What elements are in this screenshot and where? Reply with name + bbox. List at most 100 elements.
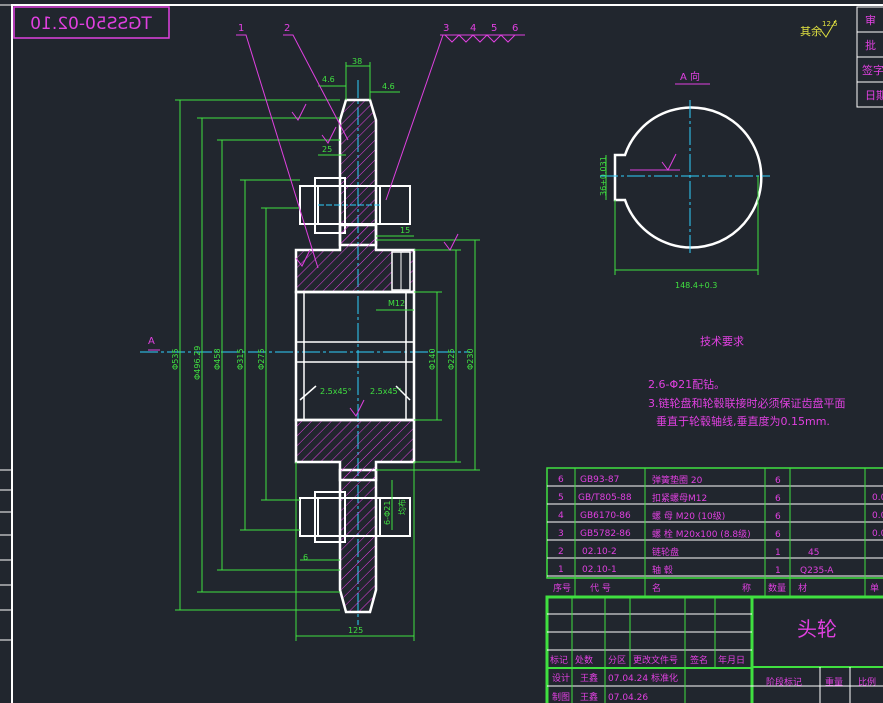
svg-text:扣紧螺母M12: 扣紧螺母M12: [652, 492, 707, 504]
svg-text:1: 1: [238, 23, 244, 34]
svg-text:4: 4: [558, 511, 564, 521]
dimension-lines: [175, 62, 480, 641]
svg-text:02.10-1: 02.10-1: [582, 565, 617, 575]
svg-text:1: 1: [775, 548, 781, 558]
svg-text:Φ225: Φ225: [447, 348, 456, 370]
side-box: 审 批 签字 日期: [856, 6, 883, 108]
svg-text:6: 6: [303, 553, 308, 562]
svg-text:阶段标记: 阶段标记: [766, 676, 802, 688]
svg-text:2: 2: [558, 547, 564, 557]
svg-text:审: 审: [865, 13, 876, 27]
svg-text:标记: 标记: [550, 654, 568, 666]
svg-text:单: 单: [870, 582, 879, 594]
svg-text:0.0: 0.0: [872, 529, 883, 539]
svg-text:签字: 签字: [862, 63, 883, 77]
svg-text:轴 毂: 轴 毂: [652, 564, 673, 576]
section-marker: A: [148, 336, 155, 347]
svg-text:GB93-87: GB93-87: [580, 475, 619, 485]
roughness-marks: [291, 103, 459, 417]
svg-text:6-Φ21: 6-Φ21: [383, 501, 392, 525]
svg-text:6: 6: [775, 512, 781, 522]
svg-text:签名: 签名: [690, 654, 708, 666]
svg-text:Φ535: Φ535: [171, 348, 180, 370]
svg-text:链轮盘: 链轮盘: [652, 546, 679, 558]
code-box: TGSS50-02.10: [13, 6, 170, 39]
svg-text:4.6: 4.6: [322, 75, 335, 84]
svg-text:螺 母 M20 (10级): 螺 母 M20 (10级): [652, 510, 725, 522]
roughness-label: 其余: [800, 24, 822, 38]
svg-text:数量: 数量: [768, 582, 786, 594]
svg-text:代 号: 代 号: [590, 583, 611, 594]
svg-text:02.10-2: 02.10-2: [582, 547, 617, 557]
svg-text:螺 栓 M20x100 (8.8级): 螺 栓 M20x100 (8.8级): [652, 528, 751, 540]
svg-text:名: 名: [652, 582, 661, 594]
svg-text:6: 6: [512, 23, 518, 34]
svg-text:1: 1: [558, 565, 564, 575]
svg-text:45: 45: [808, 548, 819, 558]
svg-text:6: 6: [558, 475, 564, 485]
bolt-lower: [299, 497, 411, 537]
svg-text:序号: 序号: [553, 582, 571, 594]
svg-text:6: 6: [775, 494, 781, 504]
svg-text:1: 1: [775, 566, 781, 576]
svg-text:07.04.26: 07.04.26: [608, 693, 648, 703]
svg-text:5: 5: [491, 23, 497, 34]
svg-text:148.4+0.3: 148.4+0.3: [675, 281, 717, 290]
svg-text:6: 6: [775, 530, 781, 540]
svg-text:均布: 均布: [397, 499, 407, 515]
svg-text:4: 4: [470, 23, 476, 34]
svg-text:07.04.24: 07.04.24: [608, 674, 648, 684]
svg-text:25: 25: [322, 145, 332, 154]
svg-text:4.6: 4.6: [382, 82, 395, 91]
svg-text:Φ458: Φ458: [213, 348, 222, 370]
svg-text:日期: 日期: [865, 89, 883, 102]
a-view: A 向: [600, 70, 770, 275]
svg-text:0.0: 0.0: [872, 493, 883, 503]
svg-text:批: 批: [865, 38, 876, 52]
dimension-texts: 38 4.6 4.6 25 15 Φ535 Φ496.29 Φ458 Φ315 …: [171, 57, 717, 635]
svg-text:标准化: 标准化: [651, 672, 678, 684]
svg-text:M12: M12: [388, 299, 405, 308]
svg-text:Φ140: Φ140: [428, 348, 437, 370]
svg-text:Q235-A: Q235-A: [800, 566, 834, 576]
svg-text:3.链轮盘和轮毂联接时必须保证齿盘平面: 3.链轮盘和轮毂联接时必须保证齿盘平面: [648, 396, 846, 410]
svg-text:比例: 比例: [858, 676, 876, 688]
svg-text:设计: 设计: [552, 672, 570, 684]
svg-text:2: 2: [284, 23, 290, 34]
leader-labels: 1 2 3 4 5 6: [238, 23, 518, 34]
svg-text:0.0: 0.0: [872, 511, 883, 521]
bom-table: 6 GB93-87 弹簧垫圈 20 6 5 GB/T805-88 扣紧螺母M12…: [546, 467, 883, 597]
svg-text:年月日: 年月日: [718, 654, 745, 666]
svg-text:GB6170-86: GB6170-86: [580, 511, 631, 521]
drawing-frame: [11, 4, 883, 703]
svg-text:技术要求: 技术要求: [700, 335, 744, 348]
svg-text:处数: 处数: [575, 654, 593, 666]
section-view: [140, 80, 470, 625]
svg-text:头轮: 头轮: [797, 617, 837, 641]
roughness-value: 12.5: [822, 20, 838, 28]
svg-text:分区: 分区: [608, 655, 626, 666]
svg-text:GB5782-86: GB5782-86: [580, 529, 631, 539]
svg-text:2.5x45°: 2.5x45°: [320, 387, 352, 396]
svg-text:Φ315: Φ315: [236, 348, 245, 370]
svg-text:38: 38: [352, 57, 362, 66]
svg-text:125: 125: [348, 626, 363, 635]
svg-text:Φ496.29: Φ496.29: [193, 346, 202, 380]
svg-text:A 向: A 向: [680, 70, 700, 83]
svg-text:6: 6: [775, 476, 781, 486]
leader-lines: [148, 34, 525, 351]
svg-text:2.5x45°: 2.5x45°: [370, 387, 402, 396]
svg-text:3: 3: [443, 23, 449, 34]
svg-text:2.6-Φ21配钻。: 2.6-Φ21配钻。: [648, 377, 725, 391]
svg-text:称: 称: [742, 582, 751, 594]
svg-text:更改文件号: 更改文件号: [633, 654, 678, 666]
svg-text:制图: 制图: [552, 691, 570, 703]
left-strip: [0, 469, 12, 641]
svg-text:3: 3: [558, 529, 564, 539]
svg-text:弹簧垫圈 20: 弹簧垫圈 20: [652, 474, 703, 486]
svg-text:重量: 重量: [825, 676, 843, 688]
hub-lower: [294, 418, 416, 482]
tech-notes: 技术要求 2.6-Φ21配钻。 3.链轮盘和轮毂联接时必须保证齿盘平面 垂直于轮…: [648, 335, 846, 428]
roughness-symbol: [819, 19, 837, 38]
